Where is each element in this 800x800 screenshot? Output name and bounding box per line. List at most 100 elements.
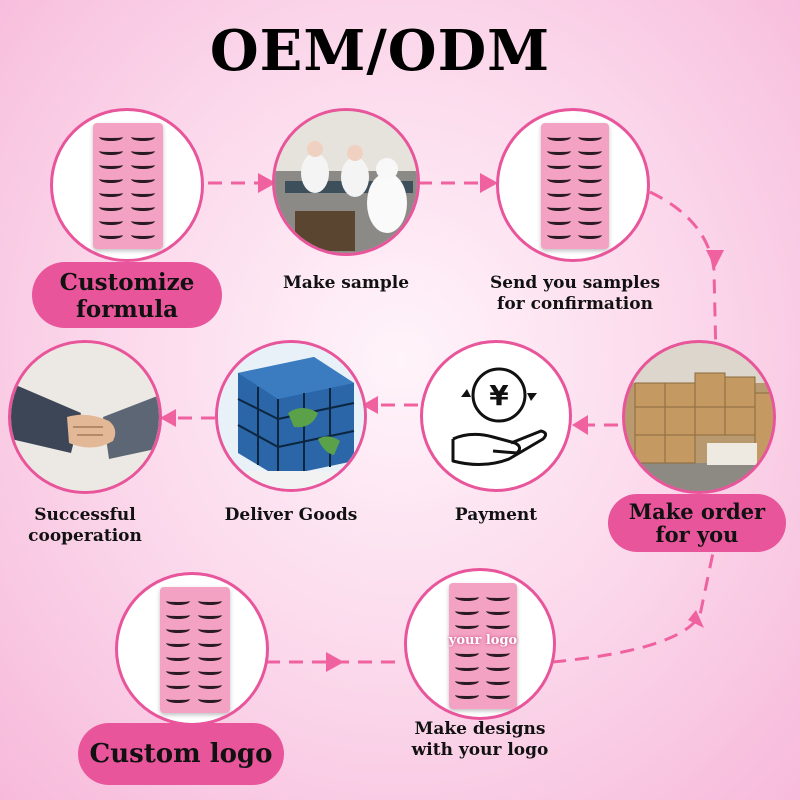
eyelash-tray-icon	[160, 587, 230, 713]
lash	[486, 649, 510, 657]
lash	[578, 147, 602, 155]
tray-logo-text: your logo	[448, 633, 518, 648]
lash	[198, 639, 222, 647]
lash	[547, 217, 571, 225]
lash	[99, 231, 123, 239]
lash	[455, 607, 479, 615]
customize-formula-pill: Customize formula	[32, 262, 222, 328]
custom-logo-pill: Custom logo	[78, 723, 284, 785]
payment-circle: ¥	[420, 340, 572, 492]
factory-photo	[275, 111, 417, 253]
send-samples-circle	[496, 108, 650, 262]
lash	[166, 653, 190, 661]
lash	[131, 175, 155, 183]
lash	[198, 653, 222, 661]
customize-circle	[50, 108, 204, 262]
page-title: OEM/ODM	[209, 18, 551, 84]
lash	[455, 593, 479, 601]
arrow-head-icon	[160, 409, 176, 427]
lash	[547, 147, 571, 155]
make-designs-circle: your logo	[404, 568, 556, 720]
payment-yen-icon: ¥	[451, 367, 548, 466]
lash	[131, 161, 155, 169]
yen-symbol: ¥	[489, 379, 509, 412]
lash	[131, 203, 155, 211]
lash	[198, 625, 222, 633]
lash	[166, 681, 190, 689]
make-order-pill: Make order for you	[608, 494, 786, 552]
lash	[166, 625, 190, 633]
lash	[547, 133, 571, 141]
make-order-circle	[622, 340, 776, 494]
success-label: Successful cooperation	[0, 505, 170, 547]
lash	[99, 161, 123, 169]
warehouse-boxes-photo	[625, 343, 773, 491]
lash	[131, 217, 155, 225]
success-circle	[8, 340, 162, 494]
arrow-design-to-order	[551, 547, 716, 664]
lash	[578, 231, 602, 239]
lash	[99, 217, 123, 225]
eyelash-tray-icon	[541, 123, 609, 249]
make-order-line2: for you	[655, 522, 739, 547]
lash	[166, 639, 190, 647]
lash	[99, 203, 123, 211]
arrow-head-icon	[480, 173, 498, 193]
lash	[578, 217, 602, 225]
lash	[578, 175, 602, 183]
lash	[486, 691, 510, 699]
arrow-head-icon	[326, 652, 344, 672]
lash	[198, 667, 222, 675]
lash	[455, 691, 479, 699]
lash	[455, 663, 479, 671]
payment-label: Payment	[454, 505, 538, 525]
lash	[486, 607, 510, 615]
lash	[166, 611, 190, 619]
lash	[486, 677, 510, 685]
lash	[198, 597, 222, 605]
make-order-line1: Make order	[628, 499, 766, 524]
lash	[486, 621, 510, 629]
lash	[99, 189, 123, 197]
lash	[547, 189, 571, 197]
deliver-goods-label: Deliver Goods	[224, 505, 358, 525]
send-samples-line2: for confirmation	[497, 294, 653, 314]
lash	[166, 597, 190, 605]
lash	[131, 147, 155, 155]
customize-line1: Customize	[59, 269, 195, 296]
lash	[131, 189, 155, 197]
globe-cube-photo	[218, 343, 364, 489]
lash	[166, 667, 190, 675]
lash	[578, 161, 602, 169]
eyelash-tray-icon: your logo	[449, 583, 517, 709]
make-designs-line2: with your logo	[411, 740, 549, 760]
arrow-head-icon	[706, 250, 724, 268]
lash	[547, 231, 571, 239]
custom-logo-circle	[115, 572, 269, 726]
lash	[99, 175, 123, 183]
lash	[455, 649, 479, 657]
lash	[578, 133, 602, 141]
success-line2: cooperation	[28, 526, 142, 546]
deliver-goods-circle	[215, 340, 367, 492]
lash	[578, 203, 602, 211]
make-sample-circle	[272, 108, 420, 256]
arrow-send-to-order	[649, 190, 718, 361]
lash	[198, 611, 222, 619]
lash	[131, 231, 155, 239]
lash	[131, 133, 155, 141]
lash	[486, 663, 510, 671]
arrow-head-icon	[362, 396, 378, 414]
customize-line2: formula	[75, 296, 179, 323]
lash	[198, 681, 222, 689]
arrow-head-icon	[572, 415, 588, 435]
arrow-head-icon	[258, 173, 276, 193]
lash	[486, 593, 510, 601]
make-sample-label: Make sample	[282, 273, 410, 293]
handshake-photo	[11, 343, 159, 491]
lash	[198, 695, 222, 703]
lash	[547, 175, 571, 183]
lash	[547, 203, 571, 211]
lash	[99, 147, 123, 155]
